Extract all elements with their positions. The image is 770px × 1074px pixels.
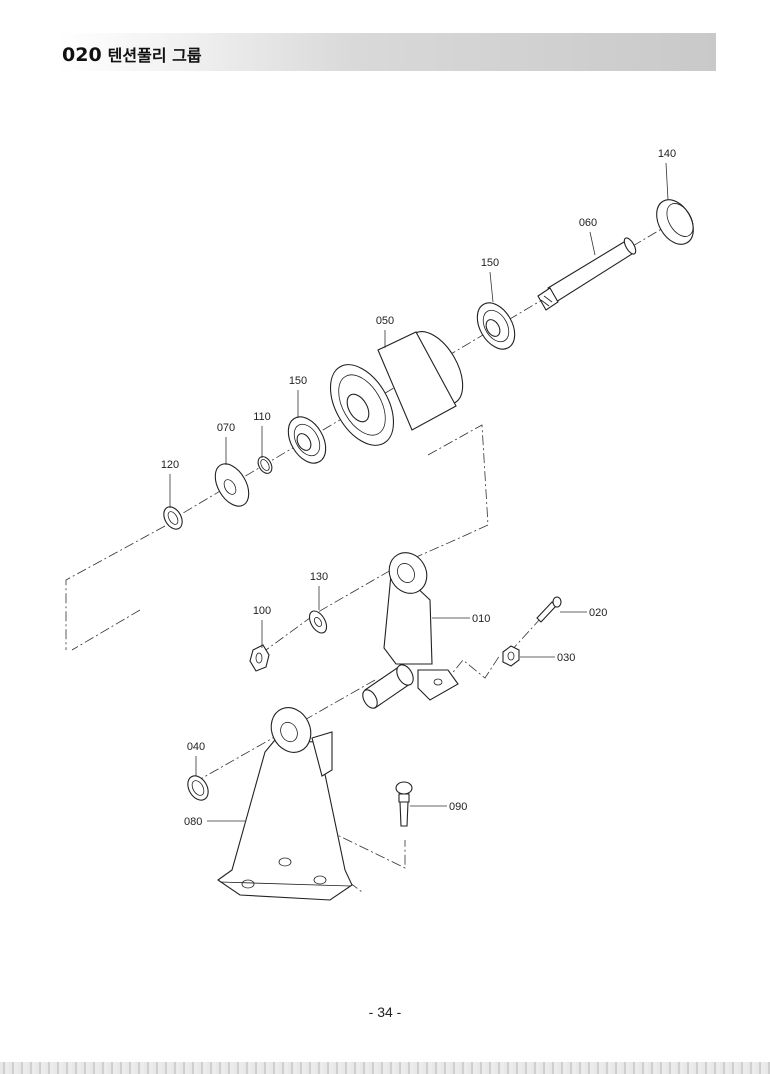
group-title: 텐션풀리 그룹 [107,46,202,65]
part-110-retaining-ring [257,456,273,474]
callout-100: 100 [253,605,271,617]
callout-090: 090 [449,801,467,813]
callout-050: 050 [376,315,394,327]
part-060-shaft [537,237,637,311]
callout-020: 020 [589,607,607,619]
callout-110: 110 [253,411,271,423]
part-050-pulley [329,331,464,446]
callout-labels: 140 060 150 050 150 110 070 120 130 100 … [161,148,676,828]
callout-140: 140 [658,148,676,160]
part-070-washer [214,463,250,507]
part-120-ring [163,506,183,530]
part-030-nut [502,645,520,667]
part-040-ring [187,775,209,801]
callout-040: 040 [187,741,205,753]
part-020-bolt [536,596,562,623]
callout-060: 060 [579,217,597,229]
callout-150-lower: 150 [289,375,307,387]
callout-030: 030 [557,652,575,664]
page-number: - 34 - [368,1004,402,1020]
group-code: 020 [62,44,102,66]
part-100-nut [249,644,270,672]
part-150-bearing-upper [476,302,516,350]
part-090-screw [395,781,413,827]
callout-130: 130 [310,571,328,583]
header-band [56,33,716,71]
callout-010: 010 [472,613,490,625]
assembly-centerlines [65,217,681,893]
page-title: 020 텐션풀리 그룹 [62,42,202,66]
callout-150-upper: 150 [481,257,499,269]
leader-lines [169,162,669,822]
part-130-washer [308,610,328,634]
callout-070: 070 [217,422,235,434]
callout-080: 080 [184,816,202,828]
scan-edge-strip [0,1062,770,1074]
part-150-bearing-lower [287,416,327,464]
callout-120: 120 [161,459,179,471]
part-010-tension-arm [362,552,459,709]
part-080-bracket [217,707,353,901]
part-140-bushing [656,199,694,245]
